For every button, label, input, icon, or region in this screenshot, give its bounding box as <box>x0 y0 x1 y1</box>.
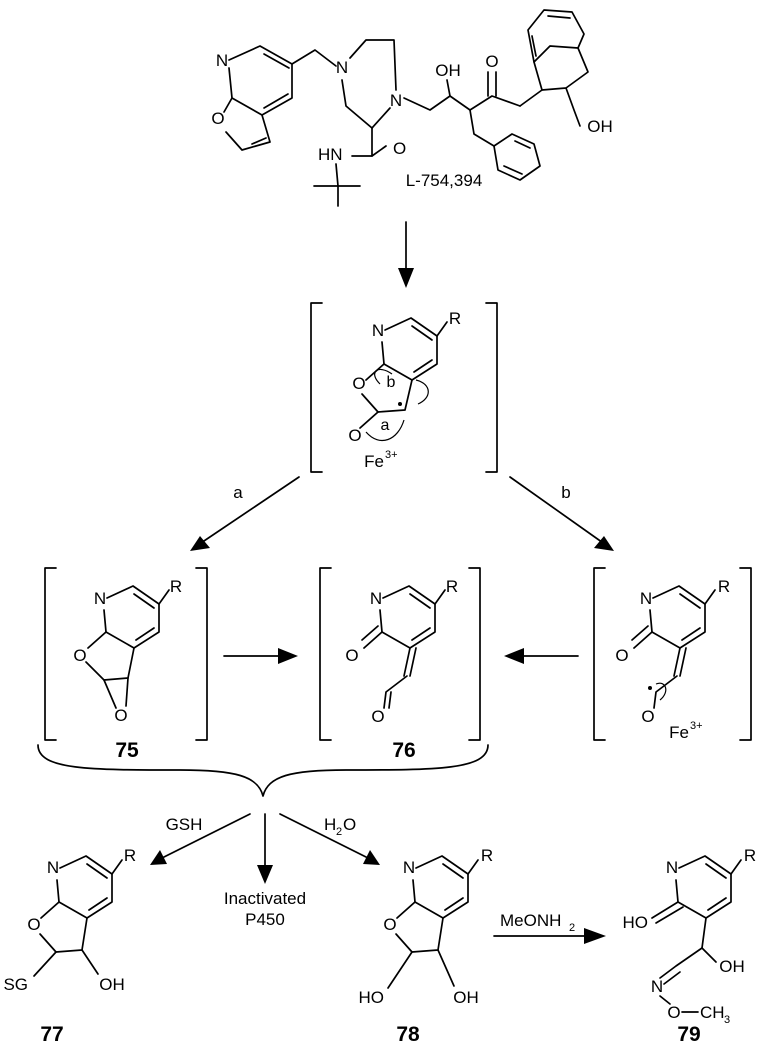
path-b-arrow <box>509 476 607 546</box>
parent-furan-o: O <box>211 109 224 128</box>
arrow-water <box>279 813 373 861</box>
c79-number: 79 <box>677 1023 700 1046</box>
c75-o-ring: O <box>73 646 86 665</box>
c78-oh: OH <box>453 988 479 1007</box>
c75-r: R <box>170 577 182 596</box>
water-h: H <box>324 815 336 834</box>
inactivated-line2: P450 <box>245 910 285 929</box>
c79-methyl: CH <box>700 1003 725 1022</box>
compound-77: N R O SG OH 77 <box>3 846 136 1046</box>
int-label-b: b <box>387 374 396 391</box>
reagent-water: H 2 O <box>324 815 356 838</box>
c76-number: 76 <box>392 739 415 762</box>
parent-name: L-754,394 <box>406 171 483 190</box>
meonh2-sub: 2 <box>569 922 575 934</box>
int-curly-arrow-b <box>374 369 393 385</box>
parent-piperazine-n-bottom: N <box>390 91 402 110</box>
path-a-label: a <box>233 483 243 502</box>
compound-75: N R O O 75 <box>44 567 208 762</box>
c76-r: R <box>446 577 458 596</box>
int-radical-dot <box>398 402 402 406</box>
c79-r: R <box>744 846 756 865</box>
int-curly-arrow-a <box>365 419 405 442</box>
inactivated-line1: Inactivated <box>224 889 306 908</box>
int-fe: Fe <box>364 452 384 471</box>
c75-n: N <box>94 589 106 608</box>
c79-oxime-n: N <box>651 977 663 996</box>
rad-o-fe: O <box>641 707 654 726</box>
meonh2-text: MeONH <box>500 911 561 930</box>
compound-78: N R O HO OH 78 <box>359 846 494 1046</box>
product-brace <box>37 744 489 797</box>
c79-methoxy-o: O <box>667 1003 680 1022</box>
reagent-meonh2: MeONH 2 <box>500 911 575 934</box>
c78-r: R <box>481 846 493 865</box>
int-r: R <box>449 309 461 328</box>
c75-number: 75 <box>115 739 139 762</box>
path-b-label: b <box>561 483 570 502</box>
c77-number: 77 <box>40 1023 63 1046</box>
water-o: O <box>343 815 356 834</box>
c78-ho: HO <box>359 988 385 1007</box>
int-o-ring: O <box>352 374 365 393</box>
parent-ketone-o: O <box>485 52 498 71</box>
c78-o-ring: O <box>383 915 396 934</box>
int-n: N <box>372 321 384 340</box>
rad-fe-charge: 3+ <box>690 720 703 732</box>
parent-pyridine-n: N <box>216 51 228 70</box>
parent-chain-oh: OH <box>435 61 461 80</box>
c77-n: N <box>47 858 59 877</box>
c77-r: R <box>124 846 136 865</box>
c77-sg: SG <box>3 975 28 994</box>
c77-o-ring: O <box>27 915 40 934</box>
int-fe-charge: 3+ <box>385 449 398 461</box>
int-o-fe: O <box>348 426 361 445</box>
rad-r: R <box>718 577 730 596</box>
c78-n: N <box>403 858 415 877</box>
c79-oh: OH <box>719 957 745 976</box>
c75-o-epoxide: O <box>114 706 127 725</box>
rad-fe: Fe <box>669 723 689 742</box>
parent-amide-hn: HN <box>318 145 343 164</box>
parent-amide-o: O <box>393 139 406 158</box>
int-label-a: a <box>381 417 390 434</box>
c78-number: 78 <box>396 1023 420 1046</box>
c77-oh: OH <box>99 975 125 994</box>
parent-indane-oh: OH <box>587 117 613 136</box>
c76-o-aldehyde: O <box>371 707 384 726</box>
c79-n: N <box>666 858 678 877</box>
rad-o-keto: O <box>615 646 628 665</box>
rad-radical-dot <box>648 686 652 690</box>
parent-compound-structure: N O N N O HN OH O <box>211 9 613 207</box>
arrow-gsh <box>157 813 251 861</box>
compound-76: N R O O 76 <box>319 567 481 762</box>
rad-n: N <box>640 589 652 608</box>
c76-n: N <box>370 589 382 608</box>
c76-o-keto: O <box>345 646 358 665</box>
c79-methyl-sub: 3 <box>724 1014 730 1026</box>
compound-79: N R HO OH N O CH 3 79 <box>623 846 757 1046</box>
reagent-gsh: GSH <box>166 815 203 834</box>
radical-intermediate: N R O O Fe 3+ <box>593 567 752 742</box>
rad-curly-arrow <box>655 682 667 701</box>
parent-piperazine-n-top: N <box>336 58 348 77</box>
water-sub: 2 <box>336 826 342 838</box>
int-curly-arrow-c <box>415 379 429 405</box>
path-a-arrow <box>197 476 300 546</box>
intermediate-bracket: N R O O Fe 3+ b a <box>310 302 498 473</box>
c79-ho: HO <box>623 913 649 932</box>
